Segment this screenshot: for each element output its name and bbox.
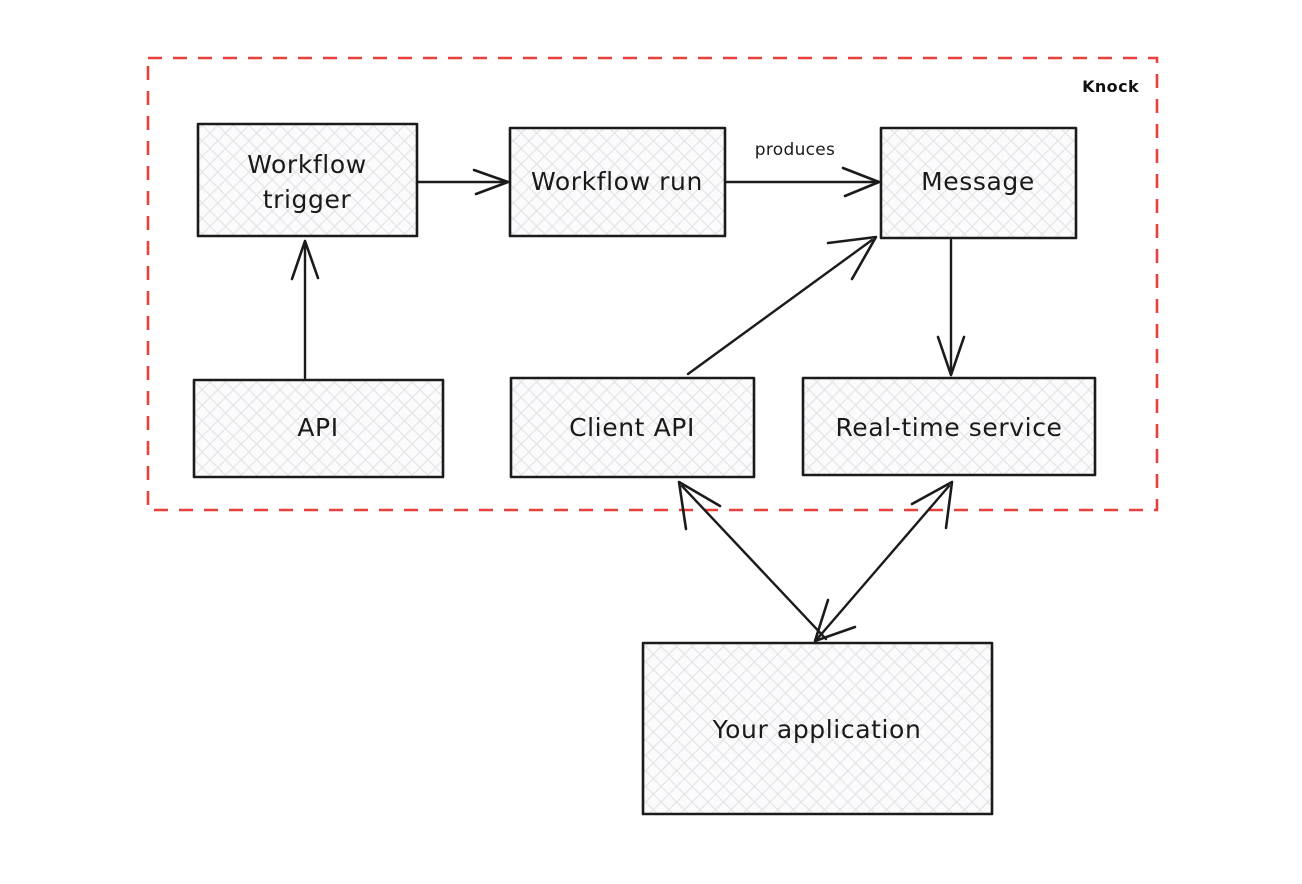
knock-boundary: Knock bbox=[146, 56, 1159, 512]
knock-boundary-rect bbox=[146, 56, 1159, 512]
edge-label-produces: produces bbox=[755, 140, 835, 160]
nodes-layer: Workflow trigger Workflow run Message AP… bbox=[192, 122, 1097, 816]
node-api[interactable]: API bbox=[192, 378, 445, 479]
knock-boundary-label: Knock bbox=[1082, 77, 1139, 96]
edge-message-to-realtime bbox=[936, 238, 966, 377]
edge-client-api-to-message bbox=[686, 235, 878, 376]
node-your-application-rect[interactable] bbox=[641, 641, 994, 816]
node-workflow-trigger-rect[interactable] bbox=[196, 122, 419, 238]
node-your-application[interactable]: Your application bbox=[641, 641, 994, 816]
node-api-label: API bbox=[297, 413, 338, 442]
node-client-api-label: Client API bbox=[569, 413, 695, 442]
edge-api-to-trigger bbox=[290, 239, 320, 380]
node-your-application-label: Your application bbox=[712, 715, 922, 744]
node-message-rect[interactable] bbox=[879, 126, 1078, 240]
node-client-api-rect[interactable] bbox=[509, 376, 756, 479]
node-real-time-service-label: Real-time service bbox=[835, 413, 1062, 442]
node-workflow-trigger[interactable]: Workflow trigger bbox=[196, 122, 419, 238]
node-workflow-run-label: Workflow run bbox=[531, 167, 703, 196]
node-workflow-trigger-label-line2: trigger bbox=[263, 185, 352, 214]
node-message-label: Message bbox=[921, 167, 1035, 196]
node-client-api[interactable]: Client API bbox=[509, 376, 756, 479]
node-message[interactable]: Message bbox=[879, 126, 1078, 240]
edge-app-to-client-api bbox=[677, 480, 828, 641]
edge-trigger-to-run bbox=[416, 168, 510, 196]
node-workflow-trigger-label-line1: Workflow bbox=[247, 150, 367, 179]
node-api-rect[interactable] bbox=[192, 378, 445, 479]
edge-run-to-message: produces bbox=[724, 140, 881, 198]
node-workflow-run[interactable]: Workflow run bbox=[508, 126, 727, 238]
node-real-time-service-rect[interactable] bbox=[801, 376, 1097, 477]
node-real-time-service[interactable]: Real-time service bbox=[801, 376, 1097, 477]
edges-layer: produces bbox=[290, 140, 966, 643]
edge-app-to-realtime bbox=[813, 480, 954, 643]
node-workflow-run-rect[interactable] bbox=[508, 126, 727, 238]
